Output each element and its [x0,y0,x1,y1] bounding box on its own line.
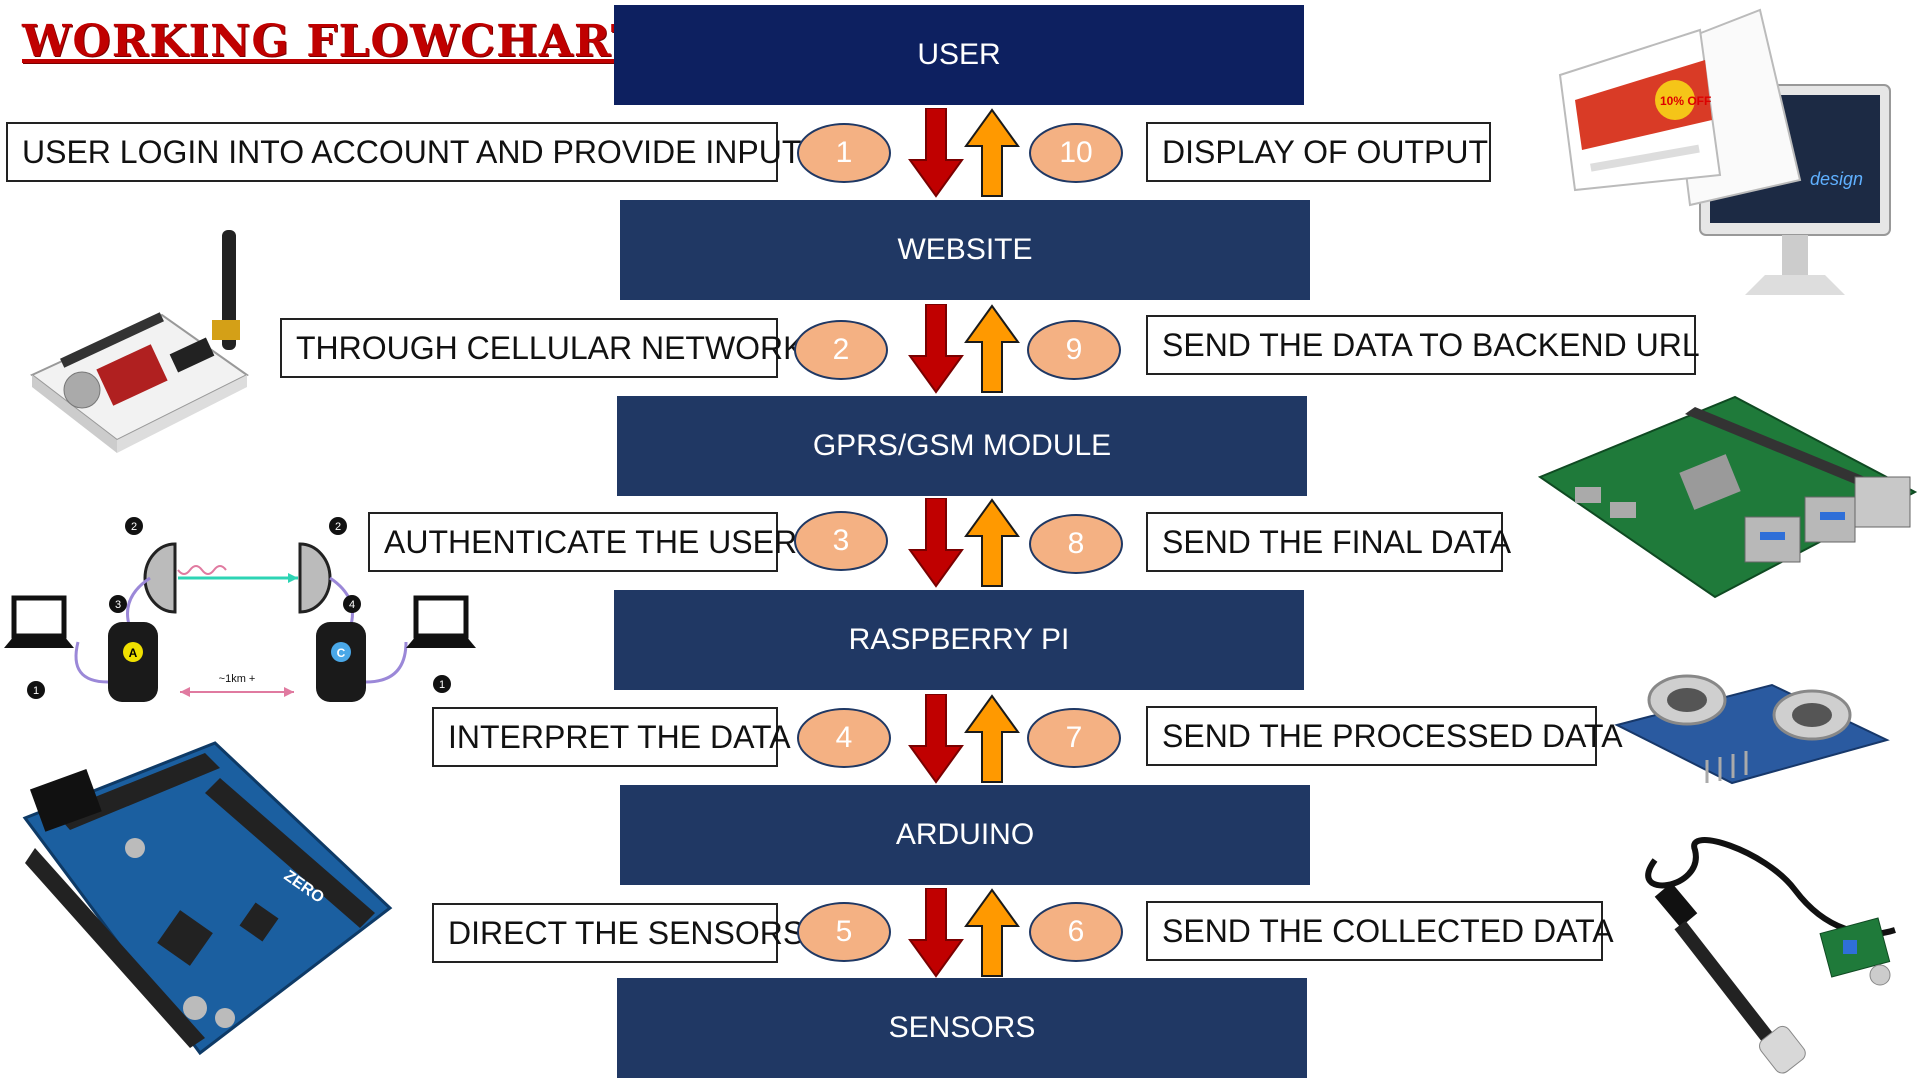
step-6-text: SEND THE COLLECTED DATA [1162,912,1614,949]
step-7-label: SEND THE PROCESSED DATA [1146,706,1623,766]
node-gprs-label: GPRS/GSM MODULE [812,429,1112,462]
step-6-label: SEND THE COLLECTED DATA [1146,901,1614,961]
node-sensors-label: SENSORS [888,1011,1036,1044]
step-3-number: 3 [832,524,850,557]
step-3-badge: 3 [794,511,888,571]
step-2-text: THROUGH CELLULAR NETWORK [296,329,805,366]
down-arrow-3 [908,498,964,588]
step-4-badge: 4 [797,708,891,768]
up-arrow-6 [964,888,1020,977]
raspberry-pi-image [1537,395,1918,599]
step-5-text: DIRECT THE SENSORS [448,914,805,951]
flowchart-title: WORKING FLOWCHART [22,16,645,67]
node-website-label: WEBSITE [897,233,1033,266]
down-arrow-5 [908,888,964,978]
down-arrow-1 [908,108,964,198]
down-arrow-2 [908,304,964,394]
step-8-text: SEND THE FINAL DATA [1162,523,1512,560]
lora-link-diagram: A C ~1km + 1 2 2 3 4 1 [4,517,476,702]
node-arduino-label: ARDUINO [895,818,1035,851]
step-3-label: AUTHENTICATE THE USER [368,512,797,572]
down-arrow-4 [908,694,964,784]
up-arrow-8 [964,498,1020,587]
step-2-label: THROUGH CELLULAR NETWORK [280,318,805,378]
step-7-badge: 7 [1027,708,1121,768]
step-9-number: 9 [1065,333,1083,366]
marker-4: 4 [349,599,355,611]
step-8-number: 8 [1067,527,1085,560]
step-3-text: AUTHENTICATE THE USER [384,523,798,560]
step-10-label: DISPLAY OF OUTPUT [1146,122,1491,182]
step-10-text: DISPLAY OF OUTPUT [1162,133,1488,170]
step-2-badge: 2 [794,320,888,380]
marker-1-right: 1 [439,679,445,691]
node-gprs-gsm-module: GPRS/GSM MODULE [617,396,1307,496]
node-raspberry-pi: RASPBERRY PI [614,590,1304,690]
step-7-number: 7 [1065,721,1083,754]
node-user: USER [614,5,1304,105]
step-7-text: SEND THE PROCESSED DATA [1162,717,1623,754]
step-4-text: INTERPRET THE DATA [448,718,791,755]
website-screens-image: design 10% OFF [1558,8,1891,295]
step-4-label: INTERPRET THE DATA [432,707,791,767]
node-arduino: ARDUINO [620,785,1310,885]
marker-1-left: 1 [33,685,39,697]
step-6-number: 6 [1067,915,1085,948]
step-1-number: 1 [835,136,853,169]
step-8-badge: 8 [1029,514,1123,574]
step-9-label: SEND THE DATA TO BACKEND URL [1146,315,1700,375]
ultrasonic-sensor-image [1614,674,1890,785]
step-5-label: DIRECT THE SENSORS [432,903,804,963]
website-screen-text: design [1810,169,1863,189]
node-raspberry-label: RASPBERRY PI [848,623,1070,656]
step-5-number: 5 [835,915,853,948]
step-1-label: USER LOGIN INTO ACCOUNT AND PROVIDE INPU… [6,122,801,182]
step-9-badge: 9 [1027,320,1121,380]
node-c-letter: C [337,646,346,660]
gsm-module-image [30,230,249,453]
up-arrow-10 [964,108,1020,197]
distance-label: ~1km + [219,673,256,685]
step-2-number: 2 [832,333,850,366]
step-9-text: SEND THE DATA TO BACKEND URL [1162,326,1700,363]
node-a-letter: A [129,646,138,660]
node-user-label: USER [917,38,1001,71]
step-10-number: 10 [1059,136,1093,169]
step-5-badge: 5 [797,902,891,962]
step-8-label: SEND THE FINAL DATA [1146,512,1511,572]
arduino-board-image: ZERO [22,741,393,1056]
up-arrow-9 [964,304,1020,393]
step-1-badge: 1 [797,123,891,183]
node-sensors: SENSORS [617,978,1307,1078]
up-arrow-7 [964,694,1020,783]
marker-2-left: 2 [131,521,137,533]
website-badge-text: 10% OFF [1660,94,1711,108]
step-10-badge: 10 [1029,123,1123,183]
marker-2-right: 2 [335,521,341,533]
marker-3: 3 [115,599,121,611]
step-6-badge: 6 [1029,902,1123,962]
ph-probe-sensor-image [1645,837,1896,1074]
step-1-text: USER LOGIN INTO ACCOUNT AND PROVIDE INPU… [22,133,802,170]
node-website: WEBSITE [620,200,1310,300]
step-4-number: 4 [835,721,853,754]
